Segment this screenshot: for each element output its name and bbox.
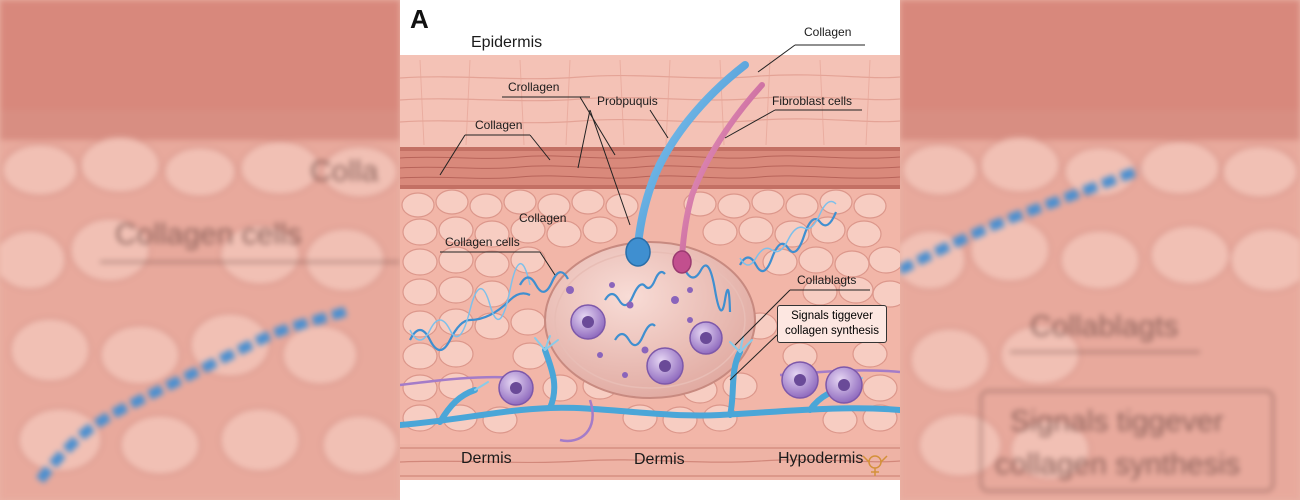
epidermis-layer [400,55,900,147]
label-dermis-mid: Dermis [634,451,685,468]
label-fibroblast-cells: Fibroblast cells [772,94,853,108]
artist-logo-icon [862,455,888,476]
pink-hair-bulb [672,250,692,274]
label-hypodermis: Hypodermis [778,450,864,467]
panel-letter: A [410,4,429,34]
pink-hair-shaft [679,82,765,261]
bg-callout-box [980,390,1274,492]
label-dermis-left: Dermis [461,450,512,467]
diagram-panel: A Epidermis Collagen Crollagen Probpuqui… [400,0,900,500]
hair-follicle-bulb [544,241,756,399]
bg-text-colla: Colla [310,155,379,188]
label-epidermis: Epidermis [471,34,543,51]
label-collagen-mid: Collagen [519,211,567,225]
fibroblast-cells [498,304,863,406]
callout-line-1: Signals tiggever [791,310,873,322]
callout-signals: Signals tiggever collagen synthesis [777,305,887,343]
background-left: Colla Collagen cells [0,0,400,500]
bg-text-synthesis: collagen synthesis [995,448,1241,481]
label-probpuquis: Probpuquis [597,94,658,108]
callout-line-2: collagen synthesis [785,325,879,337]
blue-hair-bulb [625,237,651,267]
label-collablagts: Collablagts [797,273,857,287]
label-collagen-left: Collagen [475,118,523,132]
bg-text-collablagts: Collablagts [1030,310,1179,343]
skin-illustration [400,0,900,500]
collagen-fibers [409,200,838,352]
background-right: Collablagts Signals tiggever collagen sy… [900,0,1300,500]
label-collagen-top: Collagen [804,25,852,39]
bg-text-collagen-cells: Collagen cells [115,218,302,251]
label-crollagen: Crollagen [508,80,560,94]
blue-hair-shaft [634,61,749,249]
bg-text-signals: Signals tiggever [1010,405,1224,438]
label-collagen-cells: Collagen cells [445,235,520,249]
